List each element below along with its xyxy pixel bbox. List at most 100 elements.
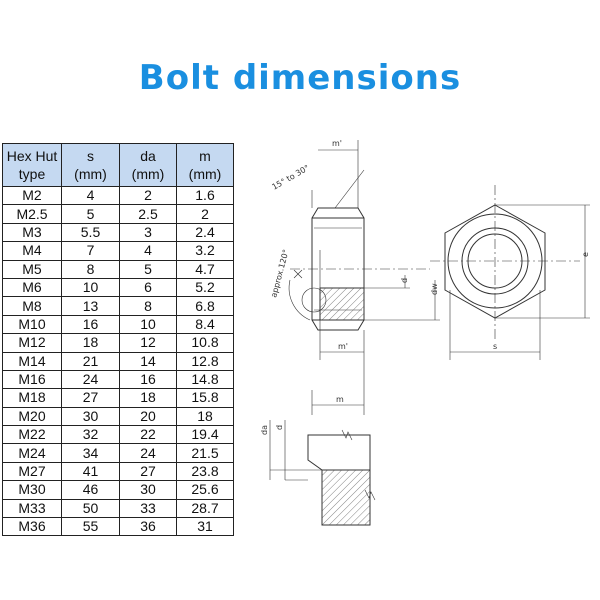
table-cell: M2 [2, 185, 62, 206]
table-cell: 55 [61, 517, 120, 537]
table-cell: 30 [61, 406, 120, 427]
table-cell: M18 [2, 388, 62, 408]
table-cell: 14.8 [176, 369, 234, 390]
table-cell: 4.7 [176, 259, 234, 279]
dim-d-label: d [400, 278, 409, 283]
table-cell: 34 [61, 443, 120, 463]
table-cell: 31 [176, 517, 234, 537]
table-cell: 13 [61, 296, 120, 316]
table-cell: 33 [119, 498, 177, 519]
table-cell: 4 [119, 241, 177, 261]
dim-m-prime-top: m' [332, 139, 342, 148]
table-cell: M5 [2, 259, 62, 279]
table-cell: 27 [61, 388, 120, 408]
table-cell: 3.2 [176, 241, 234, 261]
nut-top-view [430, 185, 590, 360]
table-cell: 30 [119, 480, 177, 500]
table-cell: 14 [119, 351, 177, 371]
table-cell: 19.4 [176, 425, 234, 445]
table-cell: 25.6 [176, 480, 234, 500]
approx-angle-label: approx.120° [269, 248, 290, 298]
table-cell: 21 [61, 351, 120, 371]
table-cell: 2.4 [176, 222, 234, 243]
table-cell: 5 [61, 204, 120, 224]
table-cell: 5.2 [176, 277, 234, 298]
table-cell: 10.8 [176, 333, 234, 353]
table-cell: 24 [119, 443, 177, 463]
table-cell: M14 [2, 351, 62, 371]
table-cell: 18 [119, 388, 177, 408]
nut-detail-section [269, 420, 376, 526]
table-cell: 2.5 [119, 204, 177, 224]
table-cell: 2 [176, 204, 234, 224]
dim-e-label: e [581, 252, 590, 257]
table-cell: M2.5 [2, 204, 62, 224]
table-cell: M22 [2, 425, 62, 445]
table-cell: 32 [61, 425, 120, 445]
header-s: s(mm) [61, 143, 120, 187]
table-cell: 27 [119, 461, 177, 482]
dim-m-label: m [336, 395, 344, 404]
nut-side-view [288, 140, 440, 415]
table-cell: 41 [61, 461, 120, 482]
table-cell: 22 [119, 425, 177, 445]
table-cell: 8 [61, 259, 120, 279]
chamfer-angle-label: 15° to 30° [271, 163, 311, 192]
table-cell: 4 [61, 185, 120, 206]
table-cell: M33 [2, 498, 62, 519]
table-cell: M27 [2, 461, 62, 482]
table-cell: 10 [119, 314, 177, 335]
table-cell: 3 [119, 222, 177, 243]
header-da: da(mm) [119, 143, 177, 187]
table-cell: 24 [61, 369, 120, 390]
table-cell: 20 [119, 406, 177, 427]
dim-dw-label: dw [430, 283, 439, 295]
table-cell: 12.8 [176, 351, 234, 371]
table-cell: M8 [2, 296, 62, 316]
table-cell: 15.8 [176, 388, 234, 408]
page-title: Bolt dimensions [138, 58, 462, 98]
table-cell: 16 [119, 369, 177, 390]
table-cell: 12 [119, 333, 177, 353]
table-cell: M16 [2, 369, 62, 390]
table-cell: 5.5 [61, 222, 120, 243]
header-m: m(mm) [176, 143, 234, 187]
dim-da-label: da [260, 425, 269, 435]
table-cell: 46 [61, 480, 120, 500]
table-cell: 2 [119, 185, 177, 206]
table-cell: M4 [2, 241, 62, 261]
table-cell: 18 [61, 333, 120, 353]
table-cell: 5 [119, 259, 177, 279]
dim-s-label: s [493, 342, 497, 351]
table-cell: 6 [119, 277, 177, 298]
table-cell: 21.5 [176, 443, 234, 463]
table-cell: M3 [2, 222, 62, 243]
table-cell: 18 [176, 406, 234, 427]
table-cell: 16 [61, 314, 120, 335]
table-cell: 36 [119, 517, 177, 537]
table-cell: M6 [2, 277, 62, 298]
table-cell: 7 [61, 241, 120, 261]
table-cell: 8 [119, 296, 177, 316]
dim-m-prime-bottom: m' [338, 342, 348, 351]
table-cell: M24 [2, 443, 62, 463]
